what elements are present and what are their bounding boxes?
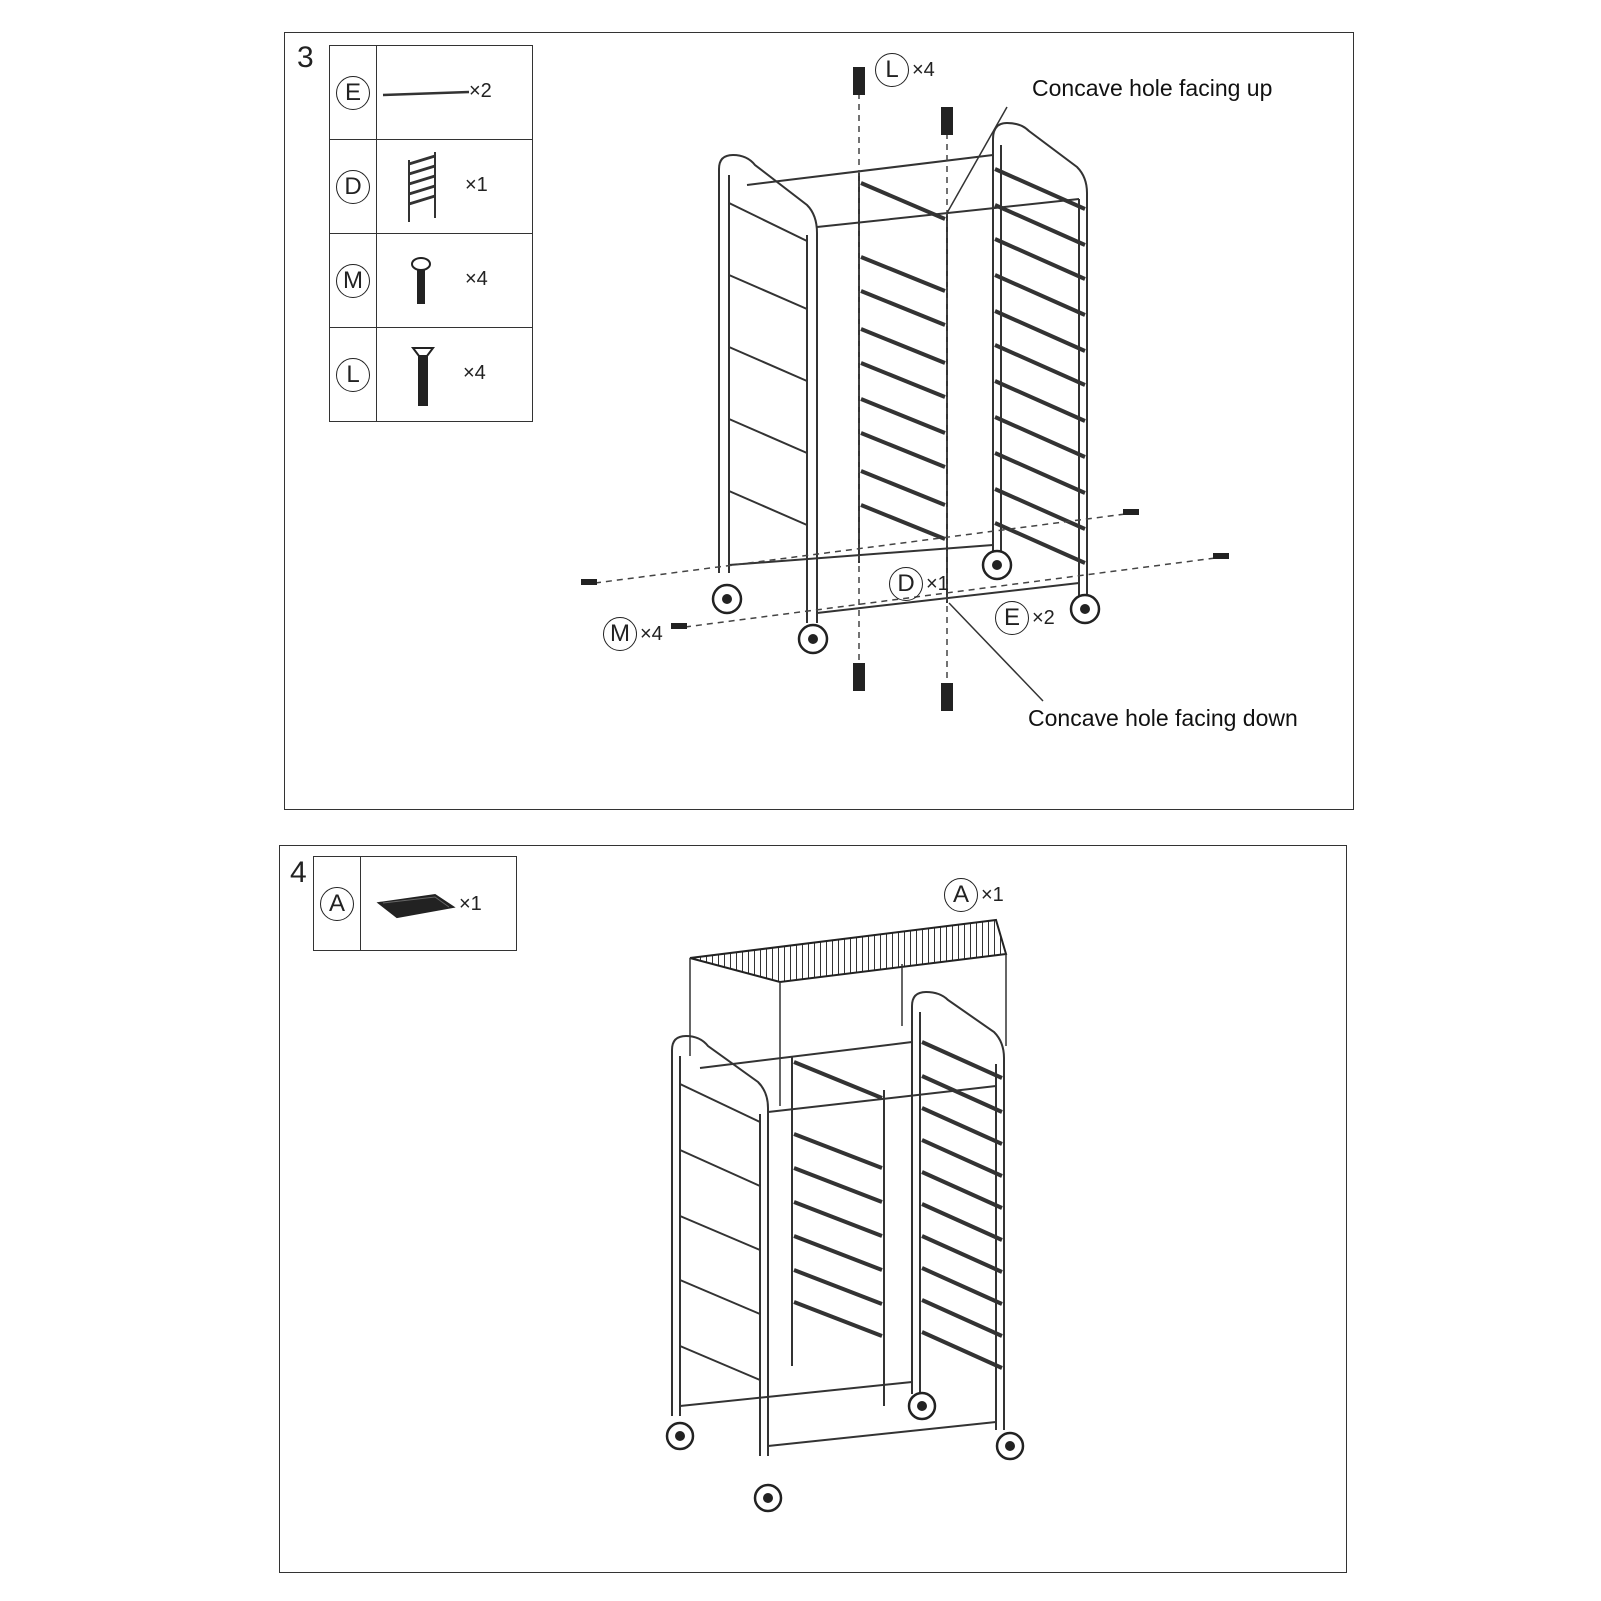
tag-qty: ×2: [1032, 606, 1055, 629]
step-3-panel: 3 E ×2 D: [284, 32, 1354, 810]
part-letter: E: [336, 75, 370, 110]
tag-qty: ×4: [640, 622, 663, 645]
part-letter: A: [320, 886, 354, 921]
part-qty: ×4: [465, 268, 488, 290]
part-letter: L: [336, 357, 370, 392]
part-row-d: D ×1: [329, 139, 533, 234]
tag-a: A ×1: [944, 878, 1004, 912]
parts-list: A ×1: [313, 856, 517, 951]
top-tray-icon: [376, 893, 456, 919]
tag-letter: M: [603, 617, 637, 651]
callout-concave-up: Concave hole facing up: [1032, 75, 1273, 101]
tag-letter: D: [889, 567, 923, 601]
rod-icon: [382, 90, 470, 97]
tag-qty: ×1: [926, 572, 949, 595]
tag-d: D ×1: [889, 567, 949, 601]
part-row-m: M ×4: [329, 233, 533, 328]
tag-letter: A: [944, 878, 978, 912]
tag-m: M ×4: [603, 617, 663, 651]
step-4-panel: 4 A ×1: [279, 845, 1347, 1573]
screw-icon: [411, 257, 431, 304]
part-row-e: E ×2: [329, 45, 533, 140]
part-qty: ×2: [469, 80, 492, 102]
tag-letter: E: [995, 601, 1029, 635]
callout-concave-down: Concave hole facing down: [1028, 705, 1298, 731]
part-qty: ×1: [465, 174, 488, 196]
step-number: 3: [297, 41, 314, 74]
cart-top-install-drawing: [665, 918, 1025, 1513]
part-row-l: L ×4: [329, 327, 533, 422]
parts-list: E ×2 D ×1: [329, 45, 533, 422]
bolt-icon: [411, 347, 435, 406]
part-row-a: A ×1: [313, 856, 517, 951]
cart-frame-drawing: [581, 67, 1229, 711]
part-letter: M: [336, 263, 370, 298]
ladder-frame-icon: [408, 152, 436, 222]
tag-letter: L: [875, 53, 909, 87]
step-number: 4: [290, 856, 307, 889]
tag-l: L ×4: [875, 53, 935, 87]
tag-qty: ×4: [912, 58, 935, 81]
part-qty: ×4: [463, 362, 486, 384]
part-qty: ×1: [459, 893, 482, 915]
tag-qty: ×1: [981, 883, 1004, 906]
tag-e: E ×2: [995, 601, 1055, 635]
part-letter: D: [336, 169, 370, 204]
